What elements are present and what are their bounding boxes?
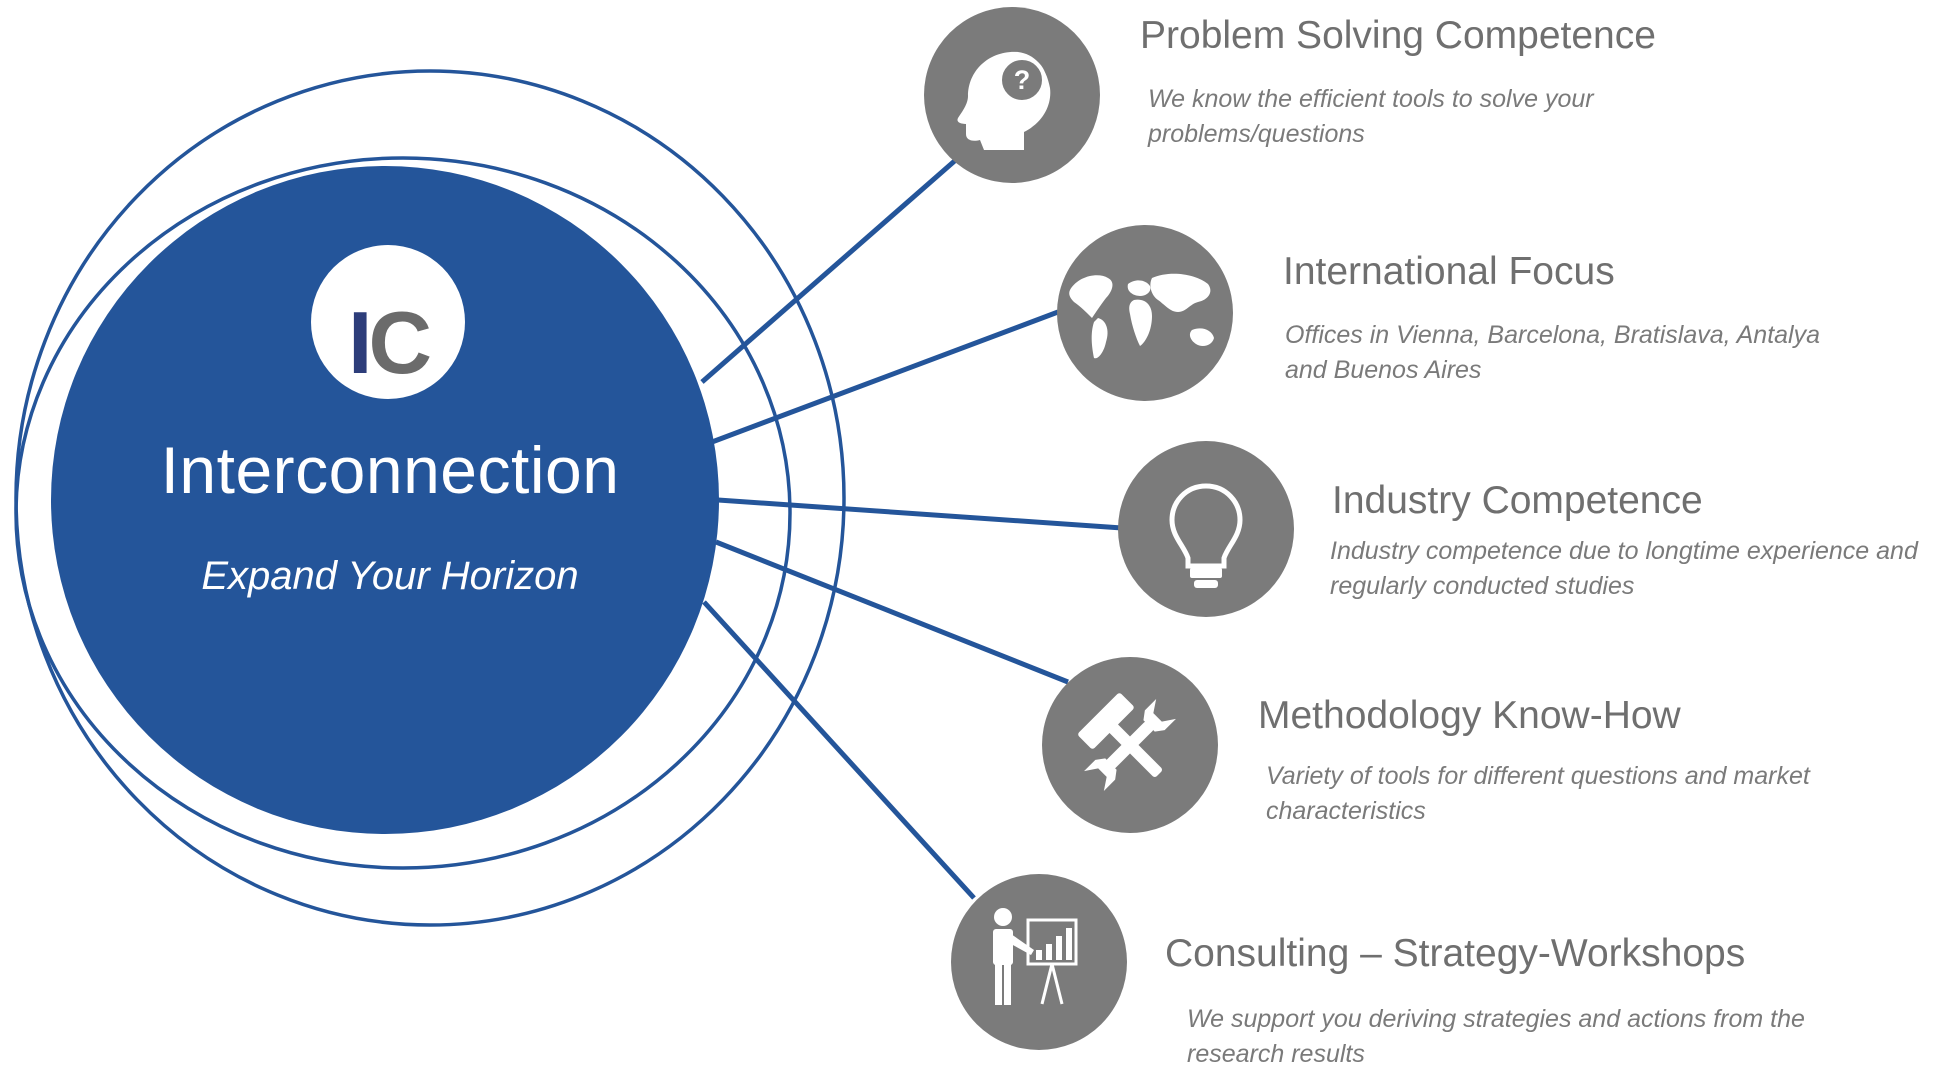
- wrench-hammer-icon: [1078, 693, 1176, 791]
- item-desc-consulting: We support you deriving strategies and a…: [1187, 1002, 1805, 1072]
- item-title-problem-solving: Problem Solving Competence: [1140, 14, 1656, 57]
- logo-letter-i: I: [347, 293, 373, 392]
- main-title: Interconnection: [160, 433, 620, 507]
- item-desc-problem-solving: We know the efficient tools to solve you…: [1148, 82, 1594, 152]
- desc-line: regularly conducted studies: [1330, 572, 1635, 600]
- orbit-ring-inner: [14, 156, 792, 870]
- connector-line-1: [700, 156, 960, 384]
- svg-text:?: ?: [1014, 65, 1031, 95]
- desc-line: and Buenos Aires: [1285, 356, 1482, 384]
- presenter-chart-icon: [993, 908, 1078, 1005]
- node-methodology: [1042, 657, 1218, 833]
- node-consulting: [951, 874, 1127, 1050]
- connector-line-4: [715, 539, 1069, 685]
- node-problem-solving: ?: [924, 7, 1100, 183]
- node-industry: [1118, 441, 1294, 617]
- desc-line: Industry competence due to longtime expe…: [1330, 537, 1918, 565]
- desc-line: problems/questions: [1148, 120, 1365, 148]
- desc-line: characteristics: [1266, 797, 1426, 825]
- connector-line-3: [717, 497, 1123, 531]
- item-desc-methodology: Variety of tools for different questions…: [1266, 759, 1810, 829]
- head-question-icon: ?: [957, 51, 1051, 151]
- item-desc-international: Offices in Vienna, Barcelona, Bratislava…: [1285, 318, 1820, 388]
- item-title-consulting: Consulting – Strategy-Workshops: [1165, 932, 1746, 975]
- item-title-methodology: Methodology Know-How: [1258, 694, 1681, 737]
- connector-line-5: [702, 600, 976, 900]
- logo-circle: [311, 245, 465, 399]
- item-title-international: International Focus: [1283, 250, 1615, 293]
- item-title-industry: Industry Competence: [1332, 479, 1703, 522]
- desc-line: We know the efficient tools to solve you…: [1148, 85, 1594, 113]
- world-map-icon: [1069, 273, 1214, 359]
- desc-line: research results: [1187, 1040, 1365, 1068]
- desc-line: We support you deriving strategies and a…: [1187, 1005, 1805, 1033]
- main-circle: [51, 166, 719, 834]
- lightbulb-icon: [1169, 483, 1243, 588]
- logo-letter-c: C: [368, 293, 432, 392]
- connector-line-2: [711, 309, 1059, 445]
- desc-line: Offices in Vienna, Barcelona, Bratislava…: [1285, 321, 1821, 349]
- node-international: [1057, 225, 1233, 401]
- desc-line: Variety of tools for different questions…: [1266, 762, 1810, 790]
- item-desc-industry: Industry competence due to longtime expe…: [1330, 534, 1918, 604]
- main-subtitle: Expand Your Horizon: [201, 554, 579, 598]
